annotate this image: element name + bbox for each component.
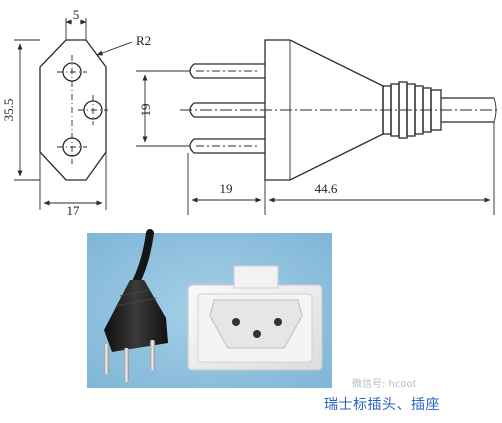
front-center-lines (57, 55, 108, 164)
dim-label-height: 35.5 (1, 99, 16, 122)
dim-label-pin-spacing: 19 (138, 104, 153, 117)
dim-label-pin-length: 19 (220, 181, 233, 196)
photo-caption: 瑞士标插头、插座 (324, 397, 440, 413)
side-view (136, 39, 500, 215)
watermark: 微信号: hcoot (352, 379, 417, 390)
plug-cable (132, 229, 154, 286)
plug-pin-left (104, 344, 109, 374)
front-view (14, 18, 133, 210)
socket-recess (209, 299, 303, 349)
product-photo (87, 229, 332, 388)
socket-hole-left (232, 318, 240, 326)
front-view-outline (39, 39, 107, 181)
socket-hole-right (274, 318, 282, 326)
socket-hole-bottom (253, 330, 261, 338)
plug-photo-body (104, 280, 168, 352)
side-cable (441, 97, 494, 123)
dim-label-top-width: 5 (73, 7, 80, 22)
dim-label-bottom-width: 17 (67, 203, 81, 218)
dim-label-body-length: 44.6 (315, 181, 338, 196)
dim-label-radius: R2 (136, 33, 151, 48)
plug-pin-right (150, 340, 155, 370)
plug-pin-middle (124, 348, 129, 382)
